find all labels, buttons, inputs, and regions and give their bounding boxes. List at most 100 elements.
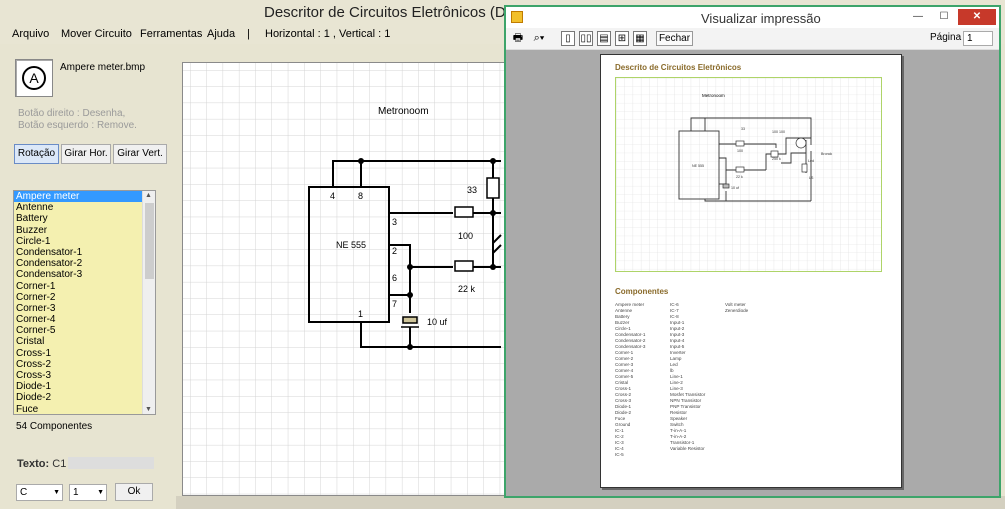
list-item[interactable]: Cross-1	[16, 347, 52, 359]
menu-ferramentas[interactable]: Ferramentas	[140, 28, 203, 40]
ok-button[interactable]: Ok	[115, 483, 153, 501]
paper-label-pot2: 250 k	[772, 157, 781, 161]
flip-horizontal-button[interactable]: Girar Hor.	[61, 144, 111, 164]
paper-title: Descrito de Circuitos Eletrônicos	[615, 63, 742, 72]
preview-title: Visualizar impressão	[701, 11, 821, 26]
paper-component-entry: Line-3	[670, 386, 683, 392]
list-item[interactable]: Antenne	[16, 202, 54, 214]
list-item[interactable]: Battery	[16, 213, 48, 225]
circuit-canvas[interactable]: Metronoom	[182, 62, 508, 496]
scroll-up-icon[interactable]: ▲	[145, 192, 152, 199]
list-item[interactable]: Cross-2	[16, 358, 52, 370]
paper-component-entry: Cross-3	[615, 398, 632, 404]
menu-ajuda[interactable]: Ajuda	[207, 28, 236, 40]
close-icon[interactable]: ✕	[958, 9, 996, 25]
resistor-22k[interactable]	[454, 260, 474, 272]
menu-arquivo[interactable]: Arquivo	[12, 28, 50, 40]
circuit-drawing[interactable]: Metronoom	[183, 63, 507, 495]
paper-component-entry: IC-2	[615, 434, 624, 440]
hint-left-click: Botão esquerdo : Remove.	[18, 120, 137, 131]
paper-circuit-title: Metronoom	[702, 93, 725, 98]
maximize-icon[interactable]: ☐	[939, 11, 949, 22]
ampere-meter-icon: A	[22, 66, 46, 90]
print-preview-window: Visualizar impressão — ☐ ✕ 🖶 ⌕▾ ▯ ▯▯ ▤ ⊞…	[504, 5, 1001, 498]
chevron-down-icon: ▼	[53, 489, 60, 496]
paper-component-entry: IC-8	[670, 314, 679, 320]
paper-component-entry: T-in-A-2	[670, 434, 687, 440]
scroll-thumb[interactable]	[145, 203, 154, 279]
list-item[interactable]: Condensator-1	[16, 246, 83, 258]
two-pages-icon[interactable]: ▯▯	[579, 31, 593, 46]
printer-icon[interactable]: 🖶	[512, 32, 524, 44]
junctions	[358, 158, 496, 350]
list-item[interactable]: Corner-2	[16, 291, 56, 303]
close-preview-button[interactable]: Fechar	[656, 31, 693, 46]
grid-coordinates: Horizontal : 1 , Vertical : 1	[265, 28, 391, 40]
paper-component-entry: Ampere meter	[615, 302, 645, 307]
one-page-icon[interactable]: ▯	[561, 31, 575, 46]
hint-right-click: Botão direito : Desenha,	[18, 108, 126, 119]
selected-component-preview: A	[15, 59, 53, 97]
label-33: 33	[467, 185, 477, 195]
paper-component-entry: IC-4	[615, 446, 624, 452]
paper-component-entry: NPN Transistor	[670, 398, 702, 404]
paper-label-10uf: 10 uf	[731, 186, 739, 190]
list-item[interactable]: Condensator-3	[16, 269, 83, 281]
paper-component-entry: Cristal	[615, 380, 629, 386]
paper-label-100: 100	[737, 149, 743, 153]
list-item[interactable]: Corner-5	[16, 325, 56, 337]
app-icon	[511, 11, 523, 23]
paper-component-entry: Corner-2	[615, 356, 634, 362]
scroll-down-icon[interactable]: ▼	[145, 406, 152, 413]
four-pages-icon[interactable]: ⊞	[615, 31, 629, 46]
resistor-33[interactable]	[486, 177, 500, 199]
list-item[interactable]: Buzzer	[16, 224, 48, 236]
list-item[interactable]: Diode-2	[16, 392, 52, 404]
label-22k: 22 k	[458, 284, 476, 294]
paper-component-entry: Input-5	[670, 344, 685, 350]
three-pages-icon[interactable]: ▤	[597, 31, 611, 46]
list-item[interactable]: Diode-1	[16, 381, 52, 393]
preview-titlebar: Visualizar impressão — ☐ ✕	[506, 7, 999, 28]
texto-label-text: Texto:	[17, 458, 50, 470]
paper-component-entry: Fuce	[615, 416, 626, 422]
rotate-button[interactable]: Rotação	[14, 144, 59, 164]
paper-component-entry: Diode-1	[615, 404, 632, 410]
paper-component-entry: Input-2	[670, 326, 685, 332]
list-item[interactable]: Corner-3	[16, 302, 56, 314]
ic-label: NE 555	[336, 240, 366, 250]
minimize-icon[interactable]: —	[913, 11, 923, 22]
selected-icon-filename: Ampere meter.bmp	[60, 62, 146, 73]
letter-select[interactable]: C▼	[16, 484, 63, 501]
capacitor-10uf[interactable]	[402, 316, 418, 324]
grid-background	[183, 63, 507, 495]
number-select[interactable]: 1▼	[69, 484, 107, 501]
list-item[interactable]: Ampere meter	[14, 191, 155, 203]
pin-1: 1	[358, 309, 363, 319]
texto-value: C1	[52, 458, 67, 470]
list-item[interactable]: Corner-4	[16, 314, 56, 326]
page-spinner[interactable]: 1	[963, 31, 993, 46]
flip-vertical-button[interactable]: Girar Vert.	[113, 144, 167, 164]
circuit-title: Metronoom	[378, 106, 429, 117]
list-item[interactable]: Fuce	[16, 403, 39, 415]
list-item[interactable]: Circle-1	[16, 235, 51, 247]
pin-6: 6	[392, 273, 397, 283]
list-item[interactable]: Cross-3	[16, 370, 52, 381]
component-list-scrollbar[interactable]: ▲ ▼	[142, 191, 155, 414]
resistor-100[interactable]	[454, 206, 474, 218]
zoom-icon[interactable]: ⌕▾	[533, 32, 545, 44]
paper-component-entry: Input-3	[670, 332, 685, 338]
menu-mover-circuito[interactable]: Mover Circuito	[61, 28, 132, 40]
six-pages-icon[interactable]: ▦	[633, 31, 647, 46]
paper-component-entry: Buzzer	[615, 320, 630, 326]
texto-input[interactable]	[68, 457, 154, 469]
menu-separator: |	[247, 28, 250, 40]
preview-body: Descrito de Circuitos Eletrônicos Metron…	[506, 50, 999, 496]
list-item[interactable]: Corner-1	[16, 280, 56, 292]
list-item[interactable]: Condensator-2	[16, 258, 83, 270]
list-item[interactable]: Cristal	[16, 336, 45, 348]
paper-component-entry: Corner-4	[615, 368, 634, 374]
